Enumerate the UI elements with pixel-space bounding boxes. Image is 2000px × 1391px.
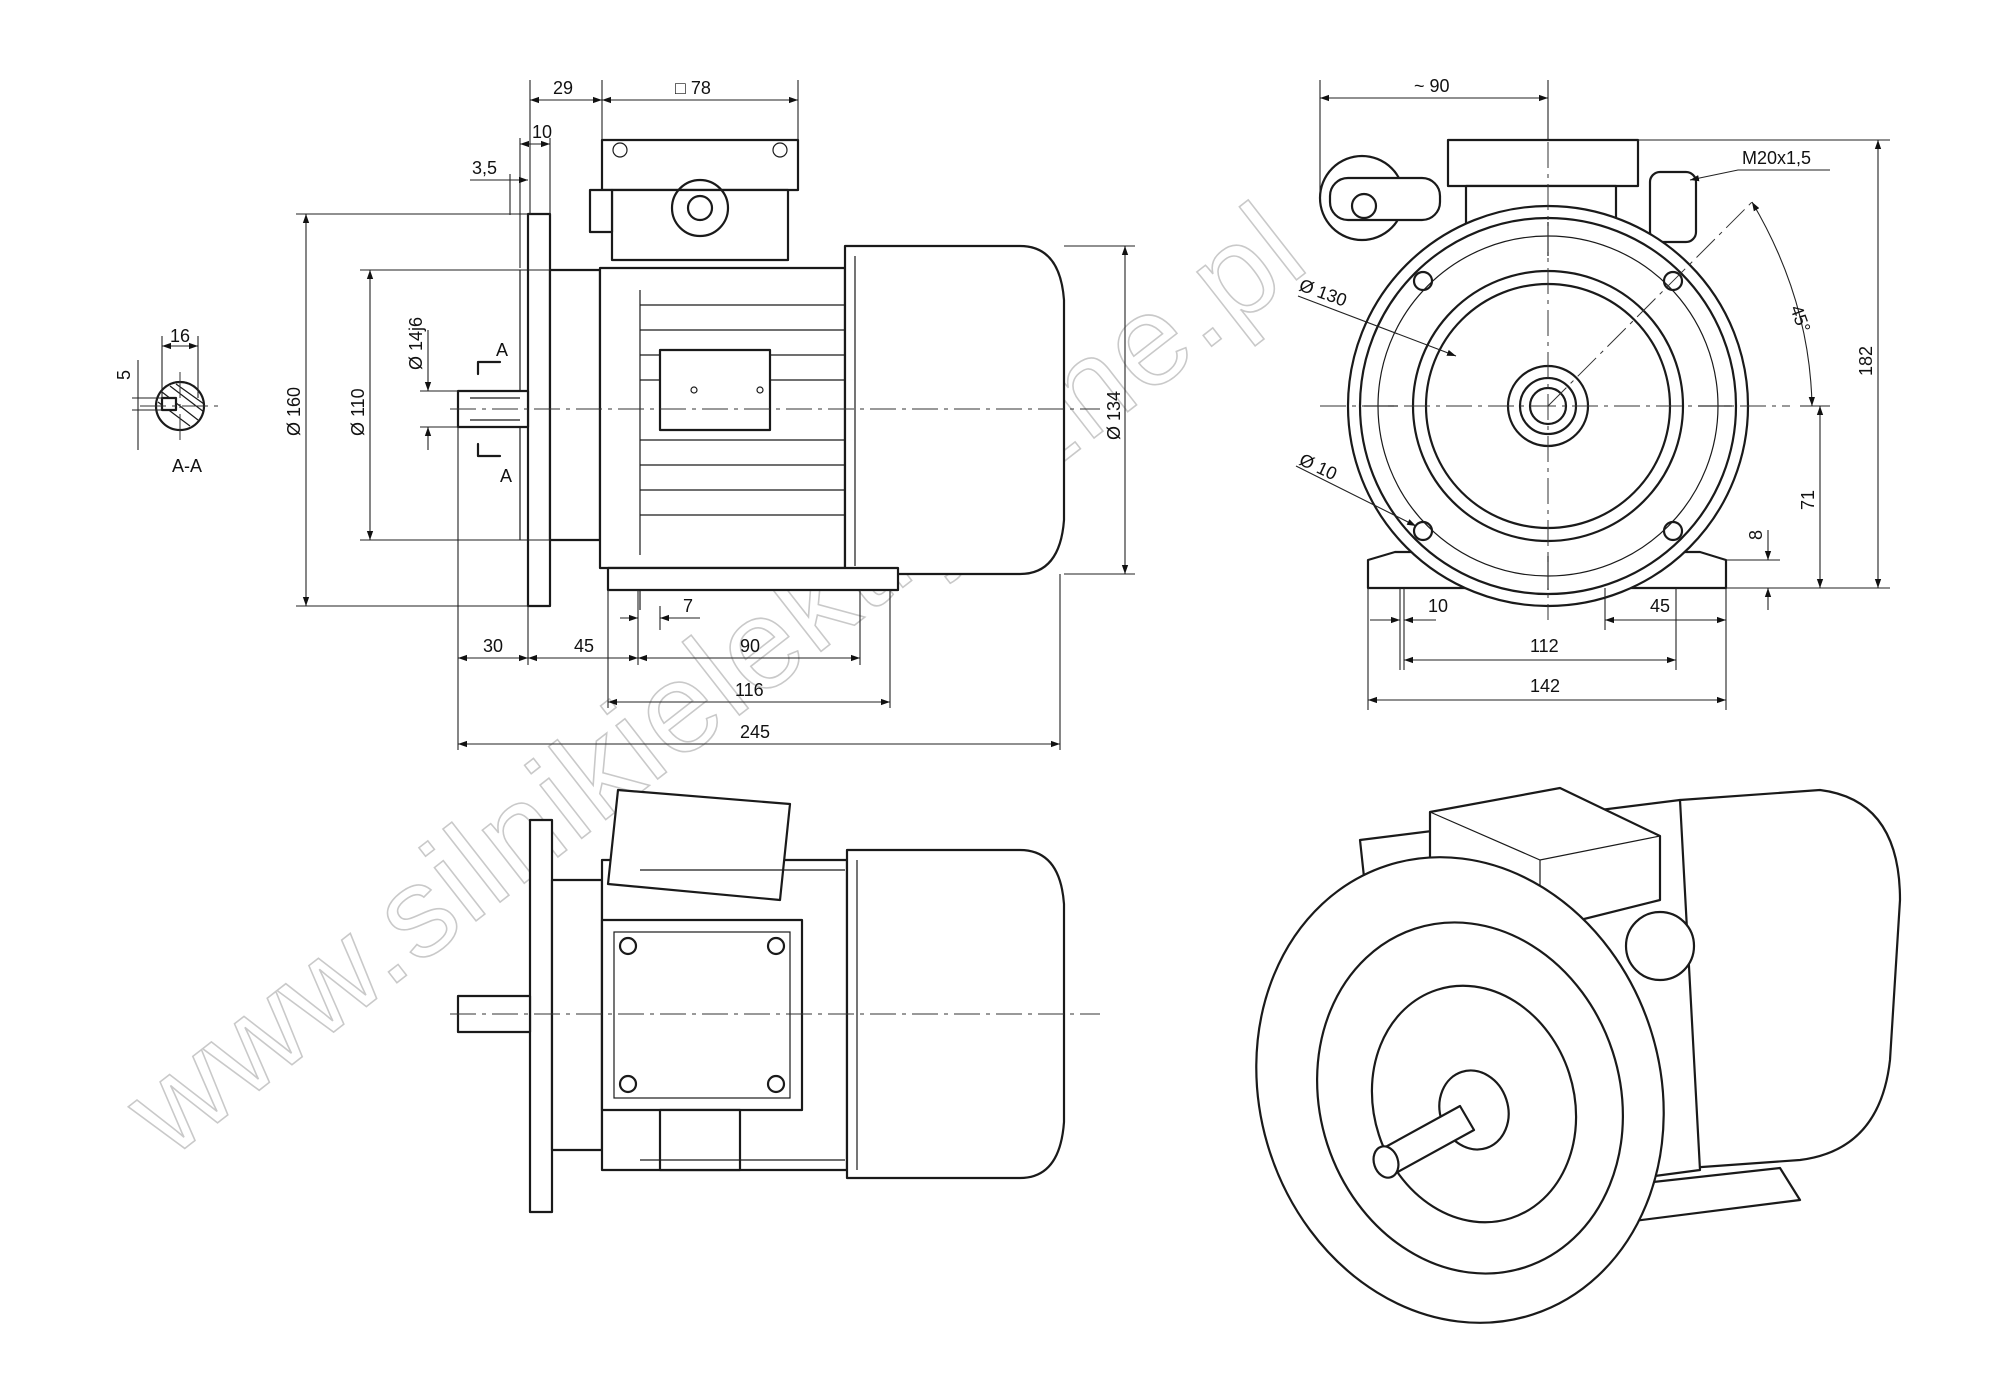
dim-front-45: 45 [1650, 596, 1670, 616]
dim-182: 182 [1856, 346, 1876, 376]
terminal-box [610, 188, 790, 262]
dim-front-10: 10 [1428, 596, 1448, 616]
top-flange-spigot [550, 878, 604, 1152]
dim-116: 116 [735, 680, 764, 700]
iso-fan-cover [1658, 788, 1902, 1172]
flange-spigot [548, 268, 602, 542]
dim-dia-110: Ø 110 [348, 388, 368, 436]
top-terminal-box [600, 918, 804, 1112]
dim-dia-134: Ø 134 [1104, 391, 1124, 440]
cut-mark-bottom [476, 442, 502, 458]
front-cable-gland [1648, 170, 1698, 244]
top-flange-plate [528, 818, 554, 1214]
dim-45-deg: 45° [1786, 303, 1814, 335]
top-view [450, 788, 1100, 1214]
flange-plate [526, 212, 552, 608]
dim-7: 7 [683, 596, 693, 616]
flange-hole-4 [1662, 520, 1684, 542]
dim-245: 245 [740, 722, 770, 742]
dim-71: 71 [1798, 490, 1818, 510]
isometric-view [1255, 786, 1902, 1324]
section-label: A-A [172, 456, 202, 476]
dim-45: 45 [574, 636, 594, 656]
flange-hole-1 [1412, 270, 1434, 292]
dim-142: 142 [1530, 676, 1560, 696]
dim-dia-14j6: Ø 14j6 [406, 317, 426, 370]
front-terminal-lid [1446, 138, 1640, 188]
dim-dia-10: Ø 10 [1296, 449, 1340, 484]
flange-hole-2 [1662, 270, 1684, 292]
cut-label-bottom: A [500, 466, 512, 486]
iso-spigot [1370, 984, 1578, 1224]
dim-30: 30 [483, 636, 503, 656]
dim-10: 10 [532, 122, 552, 142]
flange-hole-3 [1412, 520, 1434, 542]
fan-cover [843, 244, 1066, 576]
top-cable-gland-plate [606, 788, 792, 902]
iso-cable-gland [1624, 910, 1696, 982]
cable-gland [670, 178, 730, 238]
dim-square-78: □ 78 [675, 78, 711, 98]
dim-3-5: 3,5 [472, 158, 497, 178]
nameplate [658, 348, 772, 432]
dim-key-depth: 5 [114, 370, 134, 380]
dim-112: 112 [1530, 636, 1559, 656]
dim-approx-90: ~ 90 [1414, 76, 1450, 96]
dim-29: 29 [553, 78, 573, 98]
dim-90: 90 [740, 636, 760, 656]
brake-lever [1328, 176, 1442, 222]
motor-feet [606, 566, 900, 592]
cut-mark-top [476, 360, 502, 376]
front-view: ~ 90 M20x1,5 45° Ø 130 Ø 10 182 71 8 10 … [1295, 76, 1890, 710]
terminal-box-lid [600, 138, 800, 192]
section-a-a: 16 5 A-A [114, 326, 220, 476]
dim-8: 8 [1746, 530, 1766, 540]
top-gland [658, 1108, 742, 1172]
dim-m20x1-5: M20x1,5 [1742, 148, 1811, 168]
side-view: 29 □ 78 10 3,5 Ø 160 Ø 110 Ø 14j6 A A Ø … [284, 78, 1135, 750]
section-keyway [160, 396, 178, 412]
dim-key-width: 16 [170, 326, 190, 346]
dim-dia-160: Ø 160 [284, 387, 304, 436]
cut-label-top: A [496, 340, 508, 360]
